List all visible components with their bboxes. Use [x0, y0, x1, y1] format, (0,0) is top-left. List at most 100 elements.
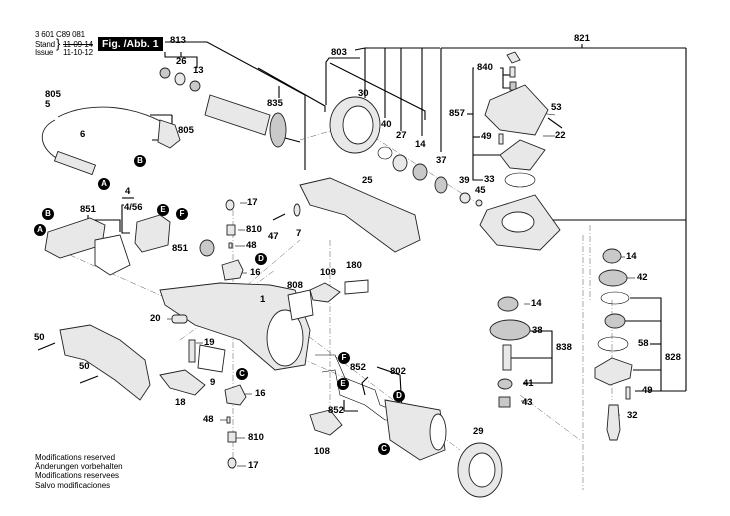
- label-851-wheel: 851: [172, 243, 188, 254]
- flange-828: [594, 357, 633, 386]
- label-48-top: 48: [246, 240, 257, 251]
- connector-e-top: E: [157, 204, 169, 216]
- label-805-plug: 805: [178, 125, 194, 136]
- cable-sleeve-6: [53, 150, 97, 176]
- note-en: Modifications reserved: [35, 453, 116, 462]
- o-ring-33: [504, 172, 536, 188]
- label-857: 857: [449, 108, 465, 119]
- label-32: 32: [627, 410, 638, 421]
- screw-48b: [226, 416, 231, 424]
- label-17-bottom: 17: [248, 460, 259, 471]
- note-fr: Modifications reservees: [35, 471, 120, 481]
- armature-835: [204, 94, 301, 148]
- pin-20: [171, 314, 188, 324]
- screw-49b: [625, 386, 631, 400]
- label-48-bottom: 48: [203, 414, 214, 425]
- clip-7: [293, 203, 301, 217]
- label-9: [197, 344, 226, 373]
- label-16-bottom: 16: [255, 388, 266, 399]
- carbon-brush-810a: [226, 224, 236, 236]
- label-813: 813: [170, 35, 186, 46]
- bearing-37: [434, 176, 448, 194]
- connector-c-mid: C: [236, 368, 248, 380]
- gear-42: [598, 269, 628, 287]
- label-180: 180: [346, 260, 362, 271]
- plug-805: [157, 119, 181, 149]
- label-13: 13: [193, 65, 204, 76]
- nut-39: [459, 192, 471, 204]
- label-41: 41: [523, 378, 534, 389]
- washer-45: [475, 199, 483, 207]
- label-852-top: 852: [350, 362, 366, 373]
- label-821: 821: [574, 33, 590, 44]
- label-30: 30: [358, 88, 369, 99]
- brush-holder-16b: [224, 384, 247, 406]
- label-828: 828: [665, 352, 681, 363]
- stand-date: 11-09-14: [63, 40, 93, 49]
- label-7: 7: [296, 228, 302, 239]
- screw-53: [547, 117, 563, 129]
- label-805-top: 805: [45, 89, 61, 100]
- label-50-top: 50: [34, 332, 45, 343]
- brush-spring-17b: [227, 457, 237, 469]
- wire-harness-852: [315, 354, 406, 416]
- thumbwheel-851: [199, 239, 215, 257]
- label-5: 5: [45, 99, 51, 110]
- connector-a-left: A: [34, 224, 46, 236]
- bearing-13: [189, 80, 201, 92]
- label-808: [287, 289, 314, 321]
- label-40: 40: [381, 119, 392, 130]
- label-22: 22: [555, 130, 566, 141]
- spring-19: [188, 339, 196, 363]
- screw-47: [272, 213, 286, 221]
- bearing-14c: [497, 296, 519, 312]
- label-108: 108: [314, 446, 330, 457]
- issue-label: Issue: [35, 48, 54, 57]
- label-14-top: 14: [415, 139, 426, 150]
- connector-c-bottom: C: [378, 443, 390, 455]
- label-49-right: 49: [642, 385, 653, 396]
- parts: [37, 51, 633, 498]
- handle-25: [299, 177, 421, 253]
- label-1: 1: [260, 294, 266, 305]
- label-852-bottom: 852: [328, 405, 344, 416]
- needle-bearing-43: [498, 396, 511, 408]
- connector-b-left: B: [42, 208, 54, 220]
- bearing-813: [159, 67, 171, 79]
- label-17-top: 17: [247, 197, 258, 208]
- pinion-shaft: [502, 344, 512, 371]
- brush-holder-16a: [221, 259, 244, 281]
- label-14-mid: 14: [531, 298, 542, 309]
- connector-f-top: F: [176, 208, 188, 220]
- label-33: 33: [484, 174, 495, 185]
- bracket-108: [309, 409, 343, 436]
- switch-lever-18: [159, 369, 206, 396]
- connector-f-bottom: F: [338, 352, 350, 364]
- carbon-brush-810b: [227, 431, 237, 443]
- electronics-4: [134, 214, 171, 253]
- label-50-bottom: 50: [79, 361, 90, 372]
- label-42: 42: [637, 272, 648, 283]
- bearing-14b: [602, 248, 622, 264]
- auxiliary-handle: [59, 324, 151, 401]
- sleeve-26: [174, 72, 186, 86]
- label-25: 25: [362, 175, 373, 186]
- label-45: 45: [475, 185, 486, 196]
- label-840: 840: [477, 62, 493, 73]
- spindle-32: [606, 404, 621, 441]
- screw-48a: [228, 242, 233, 249]
- label-16-top: 16: [250, 267, 261, 278]
- label-58: 58: [638, 338, 649, 349]
- screw-49: [498, 133, 504, 145]
- label-18: 18: [175, 397, 186, 408]
- label-26: 26: [176, 56, 187, 67]
- connector-b-top: B: [134, 155, 146, 167]
- note-de: Änderungen vorbehalten: [35, 462, 123, 472]
- lock-button-840: [506, 51, 521, 64]
- bevel-gear-38: [489, 319, 531, 341]
- label-20: 20: [150, 313, 161, 324]
- label-803: 803: [331, 47, 347, 58]
- field-coil-802: [384, 399, 446, 461]
- stand-label: Stand: [35, 40, 55, 49]
